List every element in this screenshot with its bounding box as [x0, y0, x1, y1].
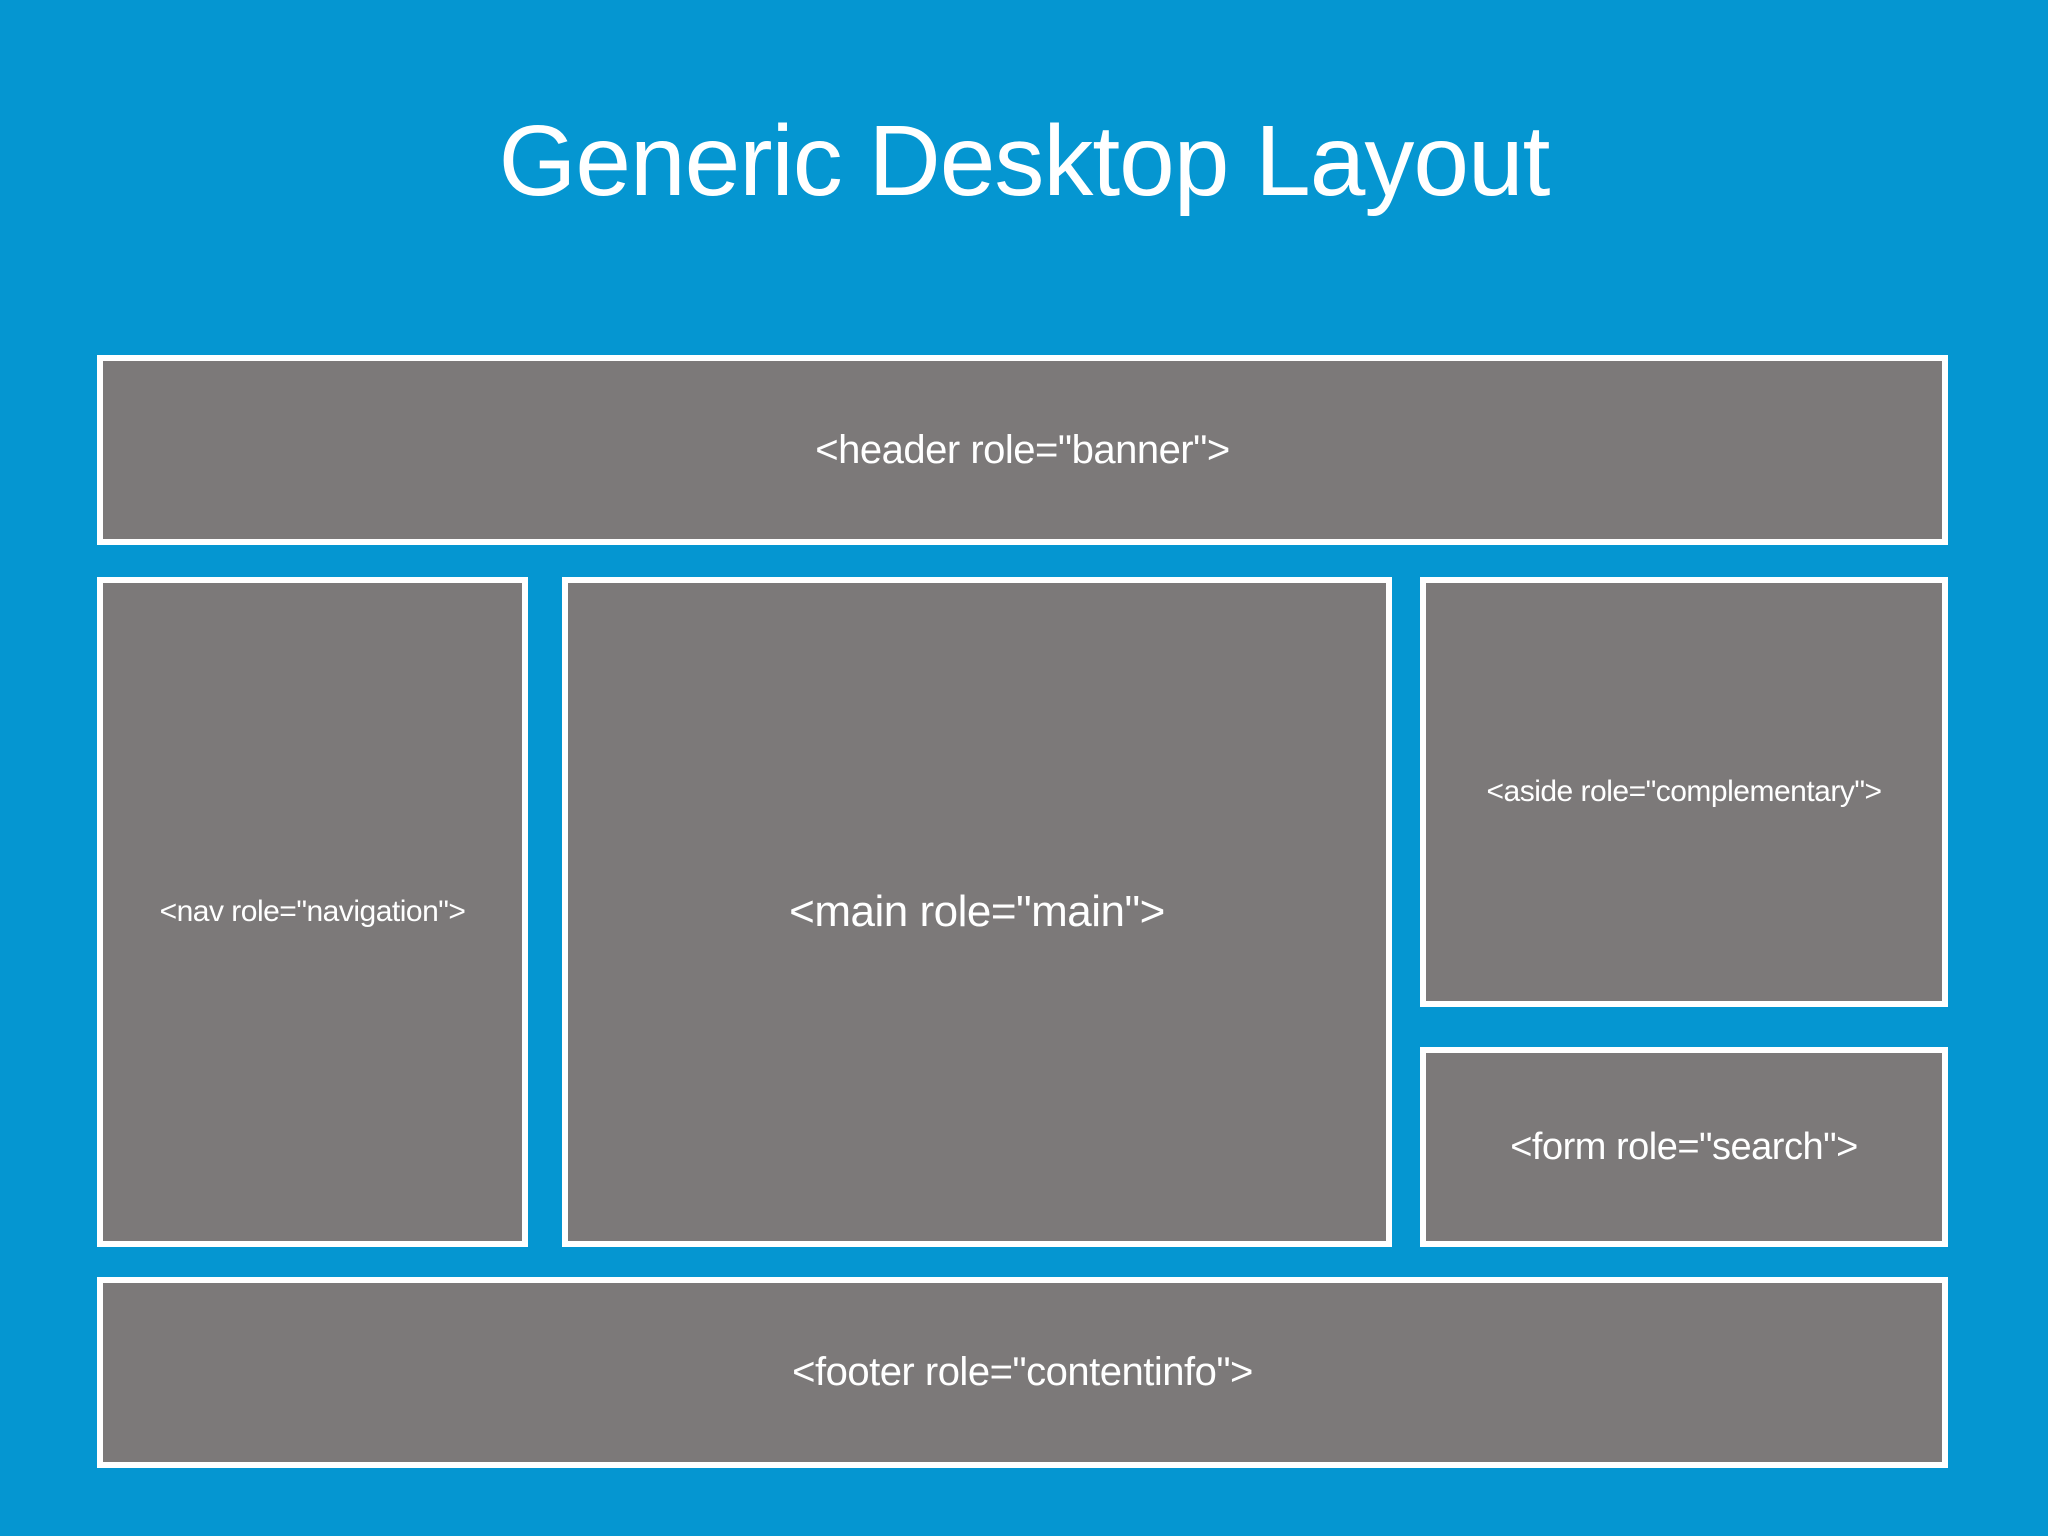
main-main-label: <main role="main">	[789, 887, 1165, 936]
aside-complementary-box: <aside role="complementary">	[1420, 577, 1948, 1007]
header-banner-label: <header role="banner">	[815, 427, 1230, 472]
footer-contentinfo-box: <footer role="contentinfo">	[97, 1277, 1948, 1468]
header-banner-box: <header role="banner">	[97, 355, 1948, 545]
slide-title: Generic Desktop Layout	[498, 105, 1551, 217]
main-main-box: <main role="main">	[562, 577, 1392, 1247]
nav-navigation-label: <nav role="navigation">	[159, 895, 466, 928]
aside-complementary-label: <aside role="complementary">	[1486, 775, 1882, 808]
nav-navigation-box: <nav role="navigation">	[97, 577, 528, 1247]
form-search-label: <form role="search">	[1510, 1125, 1858, 1168]
footer-contentinfo-label: <footer role="contentinfo">	[792, 1350, 1253, 1394]
form-search-box: <form role="search">	[1420, 1047, 1948, 1247]
